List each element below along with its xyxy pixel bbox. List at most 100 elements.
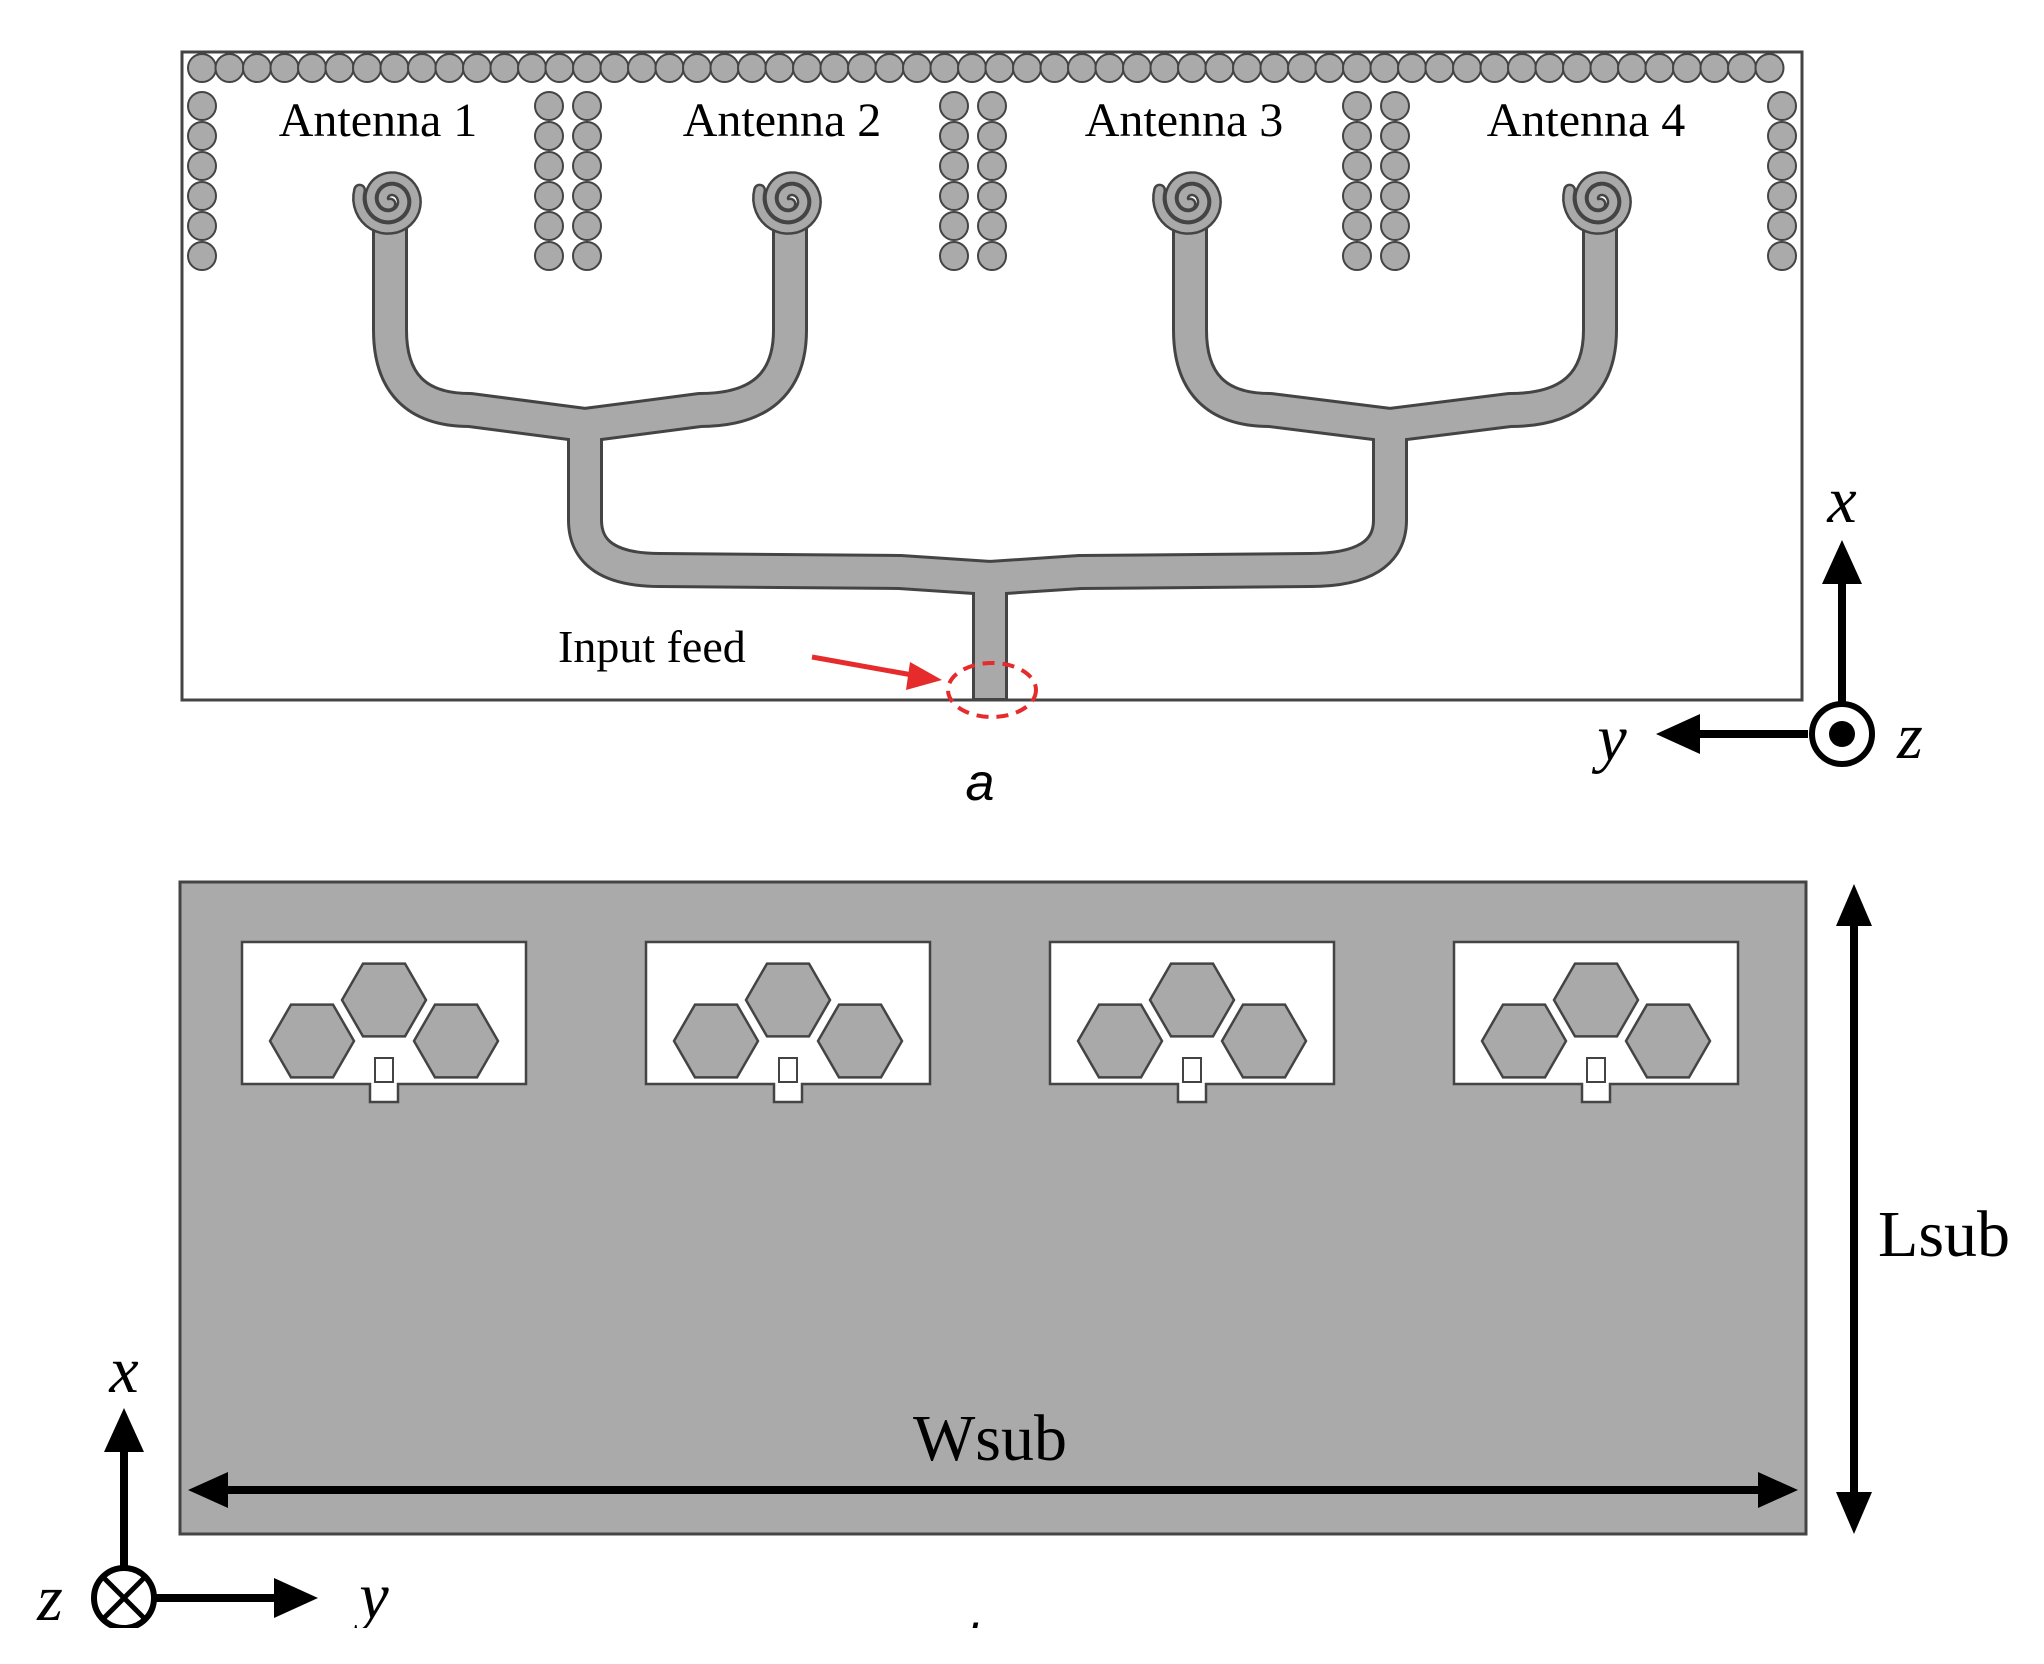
via bbox=[1342, 91, 1372, 121]
feed-stub bbox=[1586, 1057, 1606, 1083]
hexagon-patch bbox=[340, 962, 428, 1038]
via bbox=[1767, 91, 1797, 121]
ground-slot bbox=[644, 940, 932, 1104]
hexagon-patch bbox=[268, 1003, 356, 1079]
via bbox=[1380, 151, 1410, 181]
via bbox=[1380, 121, 1410, 151]
via bbox=[939, 121, 969, 151]
axis-b-y-label: y bbox=[353, 1560, 389, 1633]
via bbox=[214, 53, 245, 83]
via bbox=[352, 53, 382, 83]
lsub-label: Lsub bbox=[1878, 1198, 2010, 1271]
spiral-radiator bbox=[1562, 171, 1632, 235]
via bbox=[462, 53, 492, 83]
via bbox=[572, 181, 602, 211]
axis-a-x-label: x bbox=[1826, 464, 1856, 537]
via bbox=[1397, 53, 1427, 83]
via bbox=[1617, 53, 1647, 83]
feed-stub bbox=[374, 1057, 394, 1083]
via bbox=[324, 53, 355, 83]
panel-a: Antenna 1 Antenna 2 Antenna 3 Antenna 4 … bbox=[180, 50, 1923, 812]
via bbox=[1094, 53, 1125, 83]
ground-slot bbox=[240, 940, 528, 1104]
hexagon-patch bbox=[1076, 1003, 1164, 1079]
feed-stub bbox=[778, 1057, 798, 1083]
via bbox=[977, 181, 1007, 211]
via bbox=[984, 53, 1015, 83]
panel-a-axes: x y z bbox=[1591, 464, 1922, 775]
via bbox=[407, 53, 437, 83]
via bbox=[572, 121, 602, 151]
axis-b-x-label: x bbox=[108, 1334, 138, 1407]
via bbox=[939, 91, 969, 121]
hexagon-patch bbox=[816, 1003, 904, 1079]
via bbox=[1589, 53, 1620, 83]
via bbox=[1380, 241, 1410, 271]
via bbox=[534, 151, 564, 181]
spiral-radiator bbox=[1152, 171, 1222, 235]
via bbox=[977, 121, 1007, 151]
via bbox=[1452, 53, 1482, 83]
hexagon-patch bbox=[1220, 1003, 1308, 1079]
via bbox=[489, 53, 520, 83]
via bbox=[1342, 211, 1372, 241]
spiral-radiators bbox=[352, 171, 1632, 235]
via bbox=[1012, 53, 1042, 83]
via bbox=[709, 53, 740, 83]
input-feed-highlight bbox=[946, 661, 1038, 719]
via bbox=[1644, 53, 1675, 83]
via bbox=[977, 151, 1007, 181]
via bbox=[1754, 53, 1785, 83]
via bbox=[242, 53, 272, 83]
via bbox=[1204, 53, 1235, 83]
via bbox=[1699, 53, 1730, 83]
via bbox=[1767, 121, 1797, 151]
via bbox=[1479, 53, 1510, 83]
via bbox=[187, 53, 217, 83]
via bbox=[929, 53, 960, 83]
hexagon-patch bbox=[744, 962, 832, 1038]
hexagon-patch bbox=[412, 1003, 500, 1079]
wsub-label: Wsub bbox=[913, 1402, 1067, 1475]
via bbox=[534, 241, 564, 271]
feed-network bbox=[372, 225, 1618, 700]
hexagon-patch bbox=[1480, 1003, 1568, 1079]
via bbox=[187, 91, 217, 121]
panel-b-axes: x y z bbox=[36, 1334, 389, 1635]
via bbox=[434, 53, 465, 83]
panel-a-caption: a bbox=[966, 754, 995, 812]
via bbox=[682, 53, 712, 83]
via bbox=[847, 53, 877, 83]
via bbox=[572, 91, 602, 121]
via bbox=[544, 53, 575, 83]
via bbox=[1767, 241, 1797, 271]
via bbox=[977, 91, 1007, 121]
via bbox=[654, 53, 685, 83]
via bbox=[874, 53, 905, 83]
panel-b: Wsub Lsub x y z bbox=[36, 880, 2010, 1664]
wsub-dimension-arrow bbox=[188, 1472, 1798, 1508]
via bbox=[1727, 53, 1757, 83]
z-into-page-symbol bbox=[91, 1565, 157, 1631]
via bbox=[1287, 53, 1317, 83]
via bbox=[764, 53, 795, 83]
via bbox=[572, 241, 602, 271]
via bbox=[939, 181, 969, 211]
via bbox=[187, 151, 217, 181]
via bbox=[1369, 53, 1400, 83]
via bbox=[939, 241, 969, 271]
via bbox=[572, 151, 602, 181]
via bbox=[939, 211, 969, 241]
antenna-3-label: Antenna 3 bbox=[1085, 94, 1284, 147]
ground-slots bbox=[240, 940, 1740, 1104]
via bbox=[1380, 181, 1410, 211]
axis-b-z-label: z bbox=[36, 1562, 63, 1635]
axis-a-y-label: y bbox=[1591, 702, 1627, 775]
via bbox=[1039, 53, 1070, 83]
spiral-radiator bbox=[752, 171, 822, 235]
via bbox=[1259, 53, 1290, 83]
via bbox=[1380, 211, 1410, 241]
via bbox=[627, 53, 657, 83]
feed-stub bbox=[1182, 1057, 1202, 1083]
via bbox=[1672, 53, 1702, 83]
